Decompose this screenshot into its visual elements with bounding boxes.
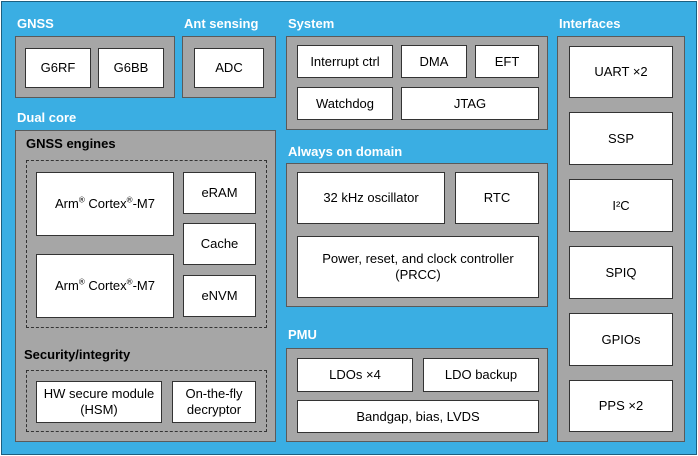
prcc-block: Power, reset, and clock controller (PRCC… [297, 236, 539, 298]
prcc-line-2: (PRCC) [395, 267, 441, 282]
cortex-m7-core-1-label: Arm® Cortex®-M7 [55, 195, 155, 211]
gnss-engines-title: GNSS engines [26, 136, 116, 151]
spiq-block: SPIQ [569, 246, 673, 299]
hsm-line-2: (HSM) [80, 402, 118, 417]
interfaces-group [557, 36, 685, 442]
hsm-line-1: HW secure module [43, 386, 155, 401]
gnss-title: GNSS [17, 16, 54, 31]
security-integrity-title: Security/integrity [24, 347, 131, 362]
ssp-block: SSP [569, 112, 673, 165]
gnss-engines-region [26, 160, 267, 328]
g6bb-block: G6BB [98, 48, 164, 88]
interfaces-title: Interfaces [559, 16, 621, 31]
prcc-line-1: Power, reset, and clock controller [322, 251, 514, 266]
cortex-m7-core-2: Arm® Cortex®-M7 [36, 254, 174, 318]
jtag-block: JTAG [401, 87, 539, 120]
gpios-block: GPIOs [569, 313, 673, 366]
oscillator-block: 32 kHz oscillator [297, 172, 445, 224]
uart-block: UART ×2 [569, 46, 673, 98]
otf-line-2: decryptor [186, 402, 242, 417]
dma-block: DMA [401, 45, 467, 78]
cortex-m7-core-2-label: Arm® Cortex®-M7 [55, 277, 155, 293]
otf-decryptor-block: On-the-fly decryptor [172, 381, 256, 423]
hsm-block: HW secure module (HSM) [36, 381, 162, 423]
ldo-backup-block: LDO backup [423, 358, 539, 392]
g6rf-block: G6RF [25, 48, 91, 88]
cortex-m7-core-1: Arm® Cortex®-M7 [36, 172, 174, 236]
security-region [26, 370, 267, 432]
cache-block: Cache [183, 223, 256, 265]
eft-block: EFT [475, 45, 539, 78]
pps-block: PPS ×2 [569, 380, 673, 432]
eram-block: eRAM [183, 172, 256, 214]
ant-sensing-title: Ant sensing [184, 16, 259, 31]
envm-block: eNVM [183, 275, 256, 317]
interrupt-ctrl-block: Interrupt ctrl [297, 45, 393, 78]
system-title: System [288, 16, 335, 31]
ldos-block: LDOs ×4 [297, 358, 413, 392]
pmu-title: PMU [288, 327, 317, 342]
otf-line-1: On-the-fly [185, 386, 243, 401]
rtc-block: RTC [455, 172, 539, 224]
i2c-block: I²C [569, 179, 673, 232]
adc-block: ADC [194, 48, 264, 88]
bandgap-block: Bandgap, bias, LVDS [297, 400, 539, 433]
dual-core-title: Dual core [17, 110, 77, 125]
always-on-title: Always on domain [288, 144, 403, 159]
watchdog-block: Watchdog [297, 87, 393, 120]
